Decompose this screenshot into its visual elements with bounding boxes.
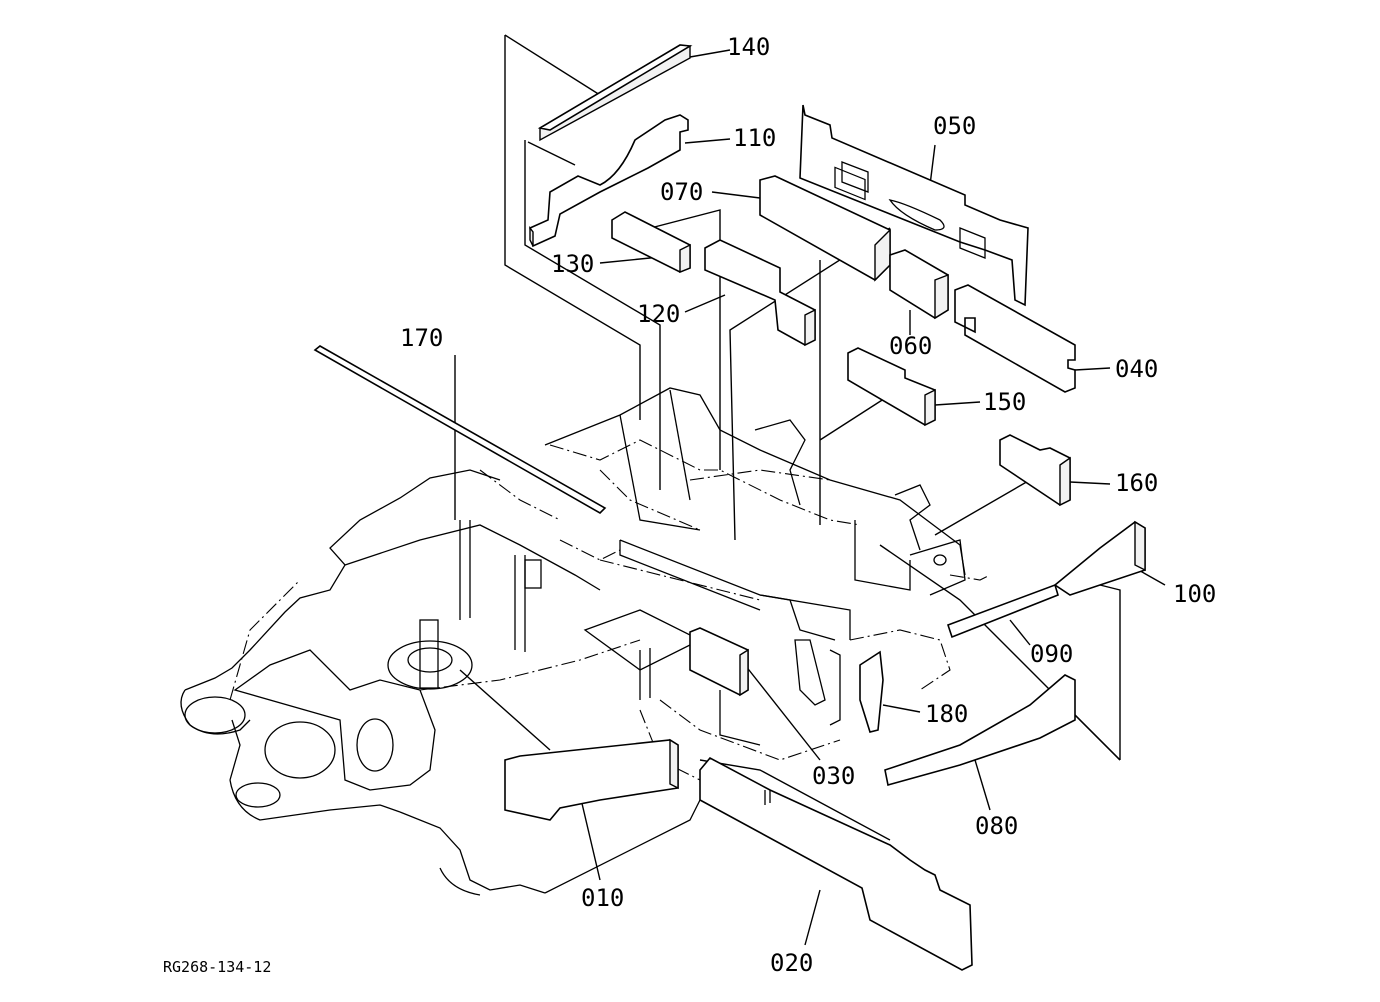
label-140: 140 [727,33,770,61]
label-010: 010 [581,884,624,912]
part-060-block [889,249,949,320]
part-140-bar [537,44,693,142]
part-110-plate [529,114,689,248]
part-100-wedge [1053,520,1146,596]
drawing-code: RG268-134-12 [163,958,271,976]
label-080: 080 [975,812,1018,840]
part-020-plate [699,756,973,971]
label-070: 070 [660,178,703,206]
part-040-bar [954,284,1076,393]
part-050-plate [799,104,1029,307]
part-130-block [611,211,691,274]
label-030: 030 [812,762,855,790]
leader-lines [454,34,1166,946]
chassis-frame [180,387,991,896]
part-170-strip [313,345,607,514]
label-110: 110 [733,124,776,152]
part-120-block [704,239,816,347]
part-080-wedge [884,674,1076,787]
label-050: 050 [933,112,976,140]
part-030-block [689,627,749,697]
label-180: 180 [925,700,968,728]
part-090-strip [946,583,1059,639]
label-090: 090 [1030,640,1073,668]
label-020: 020 [770,949,813,977]
part-160-block [999,434,1071,507]
callout-labels: 140 110 050 070 130 120 060 040 170 150 … [400,33,1216,977]
label-160: 160 [1115,469,1158,497]
part-180-wedge [859,650,884,733]
part-150-block [847,347,936,427]
label-170: 170 [400,324,443,352]
label-150: 150 [983,388,1026,416]
label-100: 100 [1173,580,1216,608]
label-130: 130 [551,250,594,278]
label-120: 120 [637,300,680,328]
label-060: 060 [889,332,932,360]
part-010-block [504,738,679,821]
label-040: 040 [1115,355,1158,383]
